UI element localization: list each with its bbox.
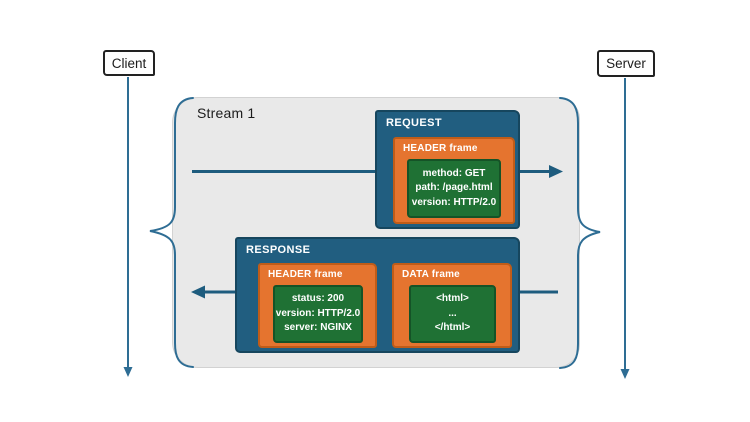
request-header-payload: method: GET path: /page.html version: HT… (407, 159, 501, 218)
payload-line: status: 200 (291, 293, 345, 305)
payload-line: <html> (436, 293, 469, 305)
response-data-frame-title: DATA frame (402, 269, 460, 280)
payload-line: </html> (434, 322, 471, 334)
response-header-frame: HEADER frame status: 200 version: HTTP/2… (258, 263, 377, 348)
payload-line: version: HTTP/2.0 (275, 307, 361, 319)
response-header-payload: status: 200 version: HTTP/2.0 server: NG… (273, 285, 363, 343)
response-data-frame: DATA frame <html> ... </html> (392, 263, 512, 348)
request-title: REQUEST (386, 117, 442, 129)
server-lifeline (620, 78, 630, 379)
client-label: Client (111, 55, 147, 71)
response-data-payload: <html> ... </html> (409, 285, 496, 343)
response-header-frame-title: HEADER frame (268, 269, 343, 280)
client-lifeline-arrowhead-icon (123, 367, 133, 377)
server-box: Server (597, 50, 655, 77)
response-box: RESPONSE HEADER frame status: 200 versio… (235, 237, 520, 353)
client-lifeline (123, 77, 133, 377)
payload-line: version: HTTP/2.0 (411, 196, 497, 208)
request-header-frame: HEADER frame method: GET path: /page.htm… (393, 137, 515, 224)
payload-line: ... (448, 307, 457, 319)
client-box: Client (103, 50, 155, 76)
server-lifeline-arrowhead-icon (620, 369, 630, 379)
response-title: RESPONSE (246, 244, 311, 256)
request-box: REQUEST HEADER frame method: GET path: /… (375, 110, 520, 229)
stream-label: Stream 1 (197, 105, 256, 121)
payload-line: method: GET (422, 167, 486, 179)
server-label: Server (606, 56, 646, 71)
payload-line: path: /page.html (415, 182, 493, 194)
request-header-frame-title: HEADER frame (403, 143, 478, 154)
payload-line: server: NGINX (284, 322, 352, 334)
